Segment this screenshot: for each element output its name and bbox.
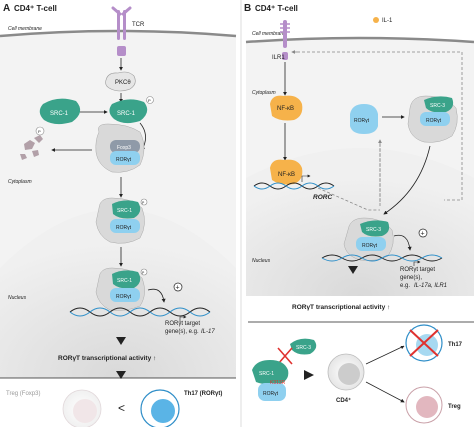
panel-a-membrane-label: Cell membrane <box>8 26 42 32</box>
plus-sign-a: + <box>176 285 180 292</box>
panel-a-nucleus-label: Nucleus <box>8 295 27 301</box>
roryt-label-a1: RORγt <box>116 157 132 163</box>
phospho-p-3: P <box>142 201 145 205</box>
treg-label-a: Treg (Foxp3) <box>6 391 40 397</box>
nfkb-on-dna <box>270 159 303 185</box>
panel-b: B CD4⁺ T-cell IL-1 Cell membrane Cytopla… <box>244 3 474 424</box>
plus-circle-b <box>418 228 428 238</box>
treg-label-b: Treg <box>448 404 461 410</box>
activity-label-b: RORγT transcriptional activity ↑ <box>292 304 390 311</box>
treg-cell-a <box>62 389 102 427</box>
roryt-foxp3-complex <box>95 123 145 173</box>
il1-label: IL-1 <box>382 18 393 24</box>
panel-b-membrane-label: Cell membrane <box>252 31 286 37</box>
compare-symbol: < <box>118 401 125 415</box>
activity-label-a: RORγT transcriptional activity ↑ <box>58 355 156 362</box>
src1-phospho-label: SRC-1 <box>117 111 136 117</box>
pkc-theta-label: PKCθ <box>115 80 131 86</box>
src3-label-b1: SRC-3 <box>430 103 445 109</box>
src1-roryt-complex-cytoplasm <box>95 197 148 244</box>
phospho-p-2: P <box>38 129 41 134</box>
roryt-label-b2: RORγt <box>426 118 442 124</box>
treg-cell-b <box>405 386 443 424</box>
nfkb-label: NF-κB <box>277 106 294 112</box>
target-genes-b-line3b: IL-17a, ILR1 <box>414 283 447 289</box>
src3-label-b2: SRC-3 <box>366 227 381 233</box>
target-genes-b-line2: gene(s), <box>400 275 422 281</box>
src3-roryt-complex-nucleus <box>343 217 394 261</box>
panel-a-letter: A <box>3 3 10 14</box>
pkc-theta-protein <box>105 71 136 92</box>
src1-protein <box>39 98 81 125</box>
roryt-label-b3: RORγt <box>362 243 378 249</box>
target-genes-a-gene: IL-17 <box>201 329 215 335</box>
ilr1-label: ILR1 <box>272 55 285 61</box>
dna-helix-b1 <box>253 182 335 190</box>
foxp3-label: Foxp3 <box>117 145 131 151</box>
red-x-small <box>277 347 293 365</box>
src1-roryt-complex-nucleus <box>95 267 148 311</box>
panel-b-nucleus-label: Nucleus <box>252 258 271 264</box>
phospho-p-4: P <box>142 271 145 275</box>
th17-label-a: Th17 (RORγt) <box>184 391 222 397</box>
src1-label-2: SRC-1 <box>117 208 132 214</box>
panel-b-cytoplasm-label: Cytoplasm <box>252 90 276 96</box>
panel-a-cell-title: CD4⁺ T-cell <box>14 4 57 13</box>
roryt-label-a3: RORγt <box>116 294 132 300</box>
src1-phospho-protein <box>109 96 154 124</box>
panel-a: A CD4⁺ T-cell Cell membrane Cytoplasm Nu… <box>0 3 237 427</box>
th17-label-b: Th17 <box>448 342 463 348</box>
panel-a-cytoplasm-label: Cytoplasm <box>8 179 32 185</box>
th17-cell-b <box>405 324 443 362</box>
cd4-label: CD4⁺ <box>336 397 351 404</box>
src3-bottom-protein <box>290 338 317 355</box>
il1-ligand <box>373 17 379 23</box>
src1-roryt-mutant-complex <box>252 360 289 401</box>
nfkb-dna-label: NF-κB <box>278 172 295 178</box>
target-genes-b-line1: RORγt target <box>400 267 435 273</box>
mutation-label: K313R <box>270 380 286 386</box>
ilr1-receptor <box>280 20 290 60</box>
src3-roryt-complex-cytoplasm <box>407 95 458 143</box>
src1-label-3: SRC-1 <box>117 278 132 284</box>
rorc-gene-label: RORC <box>313 194 332 201</box>
nfkb-protein <box>270 95 303 121</box>
roryt-protein-b <box>350 104 378 134</box>
panel-b-letter: B <box>244 3 251 14</box>
down-triangle-a1 <box>116 337 126 345</box>
roryt-label-a2: RORγt <box>116 225 132 231</box>
dna-helix-a <box>69 307 211 317</box>
phospho-p-1: P <box>148 98 151 103</box>
roryt-label-b1: RORγt <box>354 118 370 124</box>
tcr-label: TCR <box>132 22 145 28</box>
down-triangle-a2 <box>116 371 126 379</box>
dna-helix-b2 <box>321 254 443 262</box>
right-triangle-b <box>304 370 314 380</box>
degraded-src1-fragments <box>20 126 45 160</box>
tcr-receptor <box>111 6 132 56</box>
target-genes-a-line1: RORγt target <box>165 321 200 327</box>
src1-label: SRC-1 <box>50 111 69 117</box>
th17-cell-a <box>140 389 180 427</box>
src3-bottom-label: SRC-3 <box>296 345 311 351</box>
down-triangle-b1 <box>348 266 358 274</box>
panel-b-membrane <box>245 36 474 44</box>
plus-circle-a <box>173 282 183 292</box>
cd4-naive-cell <box>327 353 365 391</box>
target-genes-a-line2: gene(s), e.g. <box>165 329 199 335</box>
roryt-bottom-label: RORγt <box>263 391 279 397</box>
panel-b-cell-title: CD4⁺ T-cell <box>255 4 298 13</box>
target-genes-b-line3a: e.g. <box>400 283 410 289</box>
plus-sign-b: + <box>421 231 425 238</box>
src1-bottom-label: SRC-1 <box>259 371 274 377</box>
